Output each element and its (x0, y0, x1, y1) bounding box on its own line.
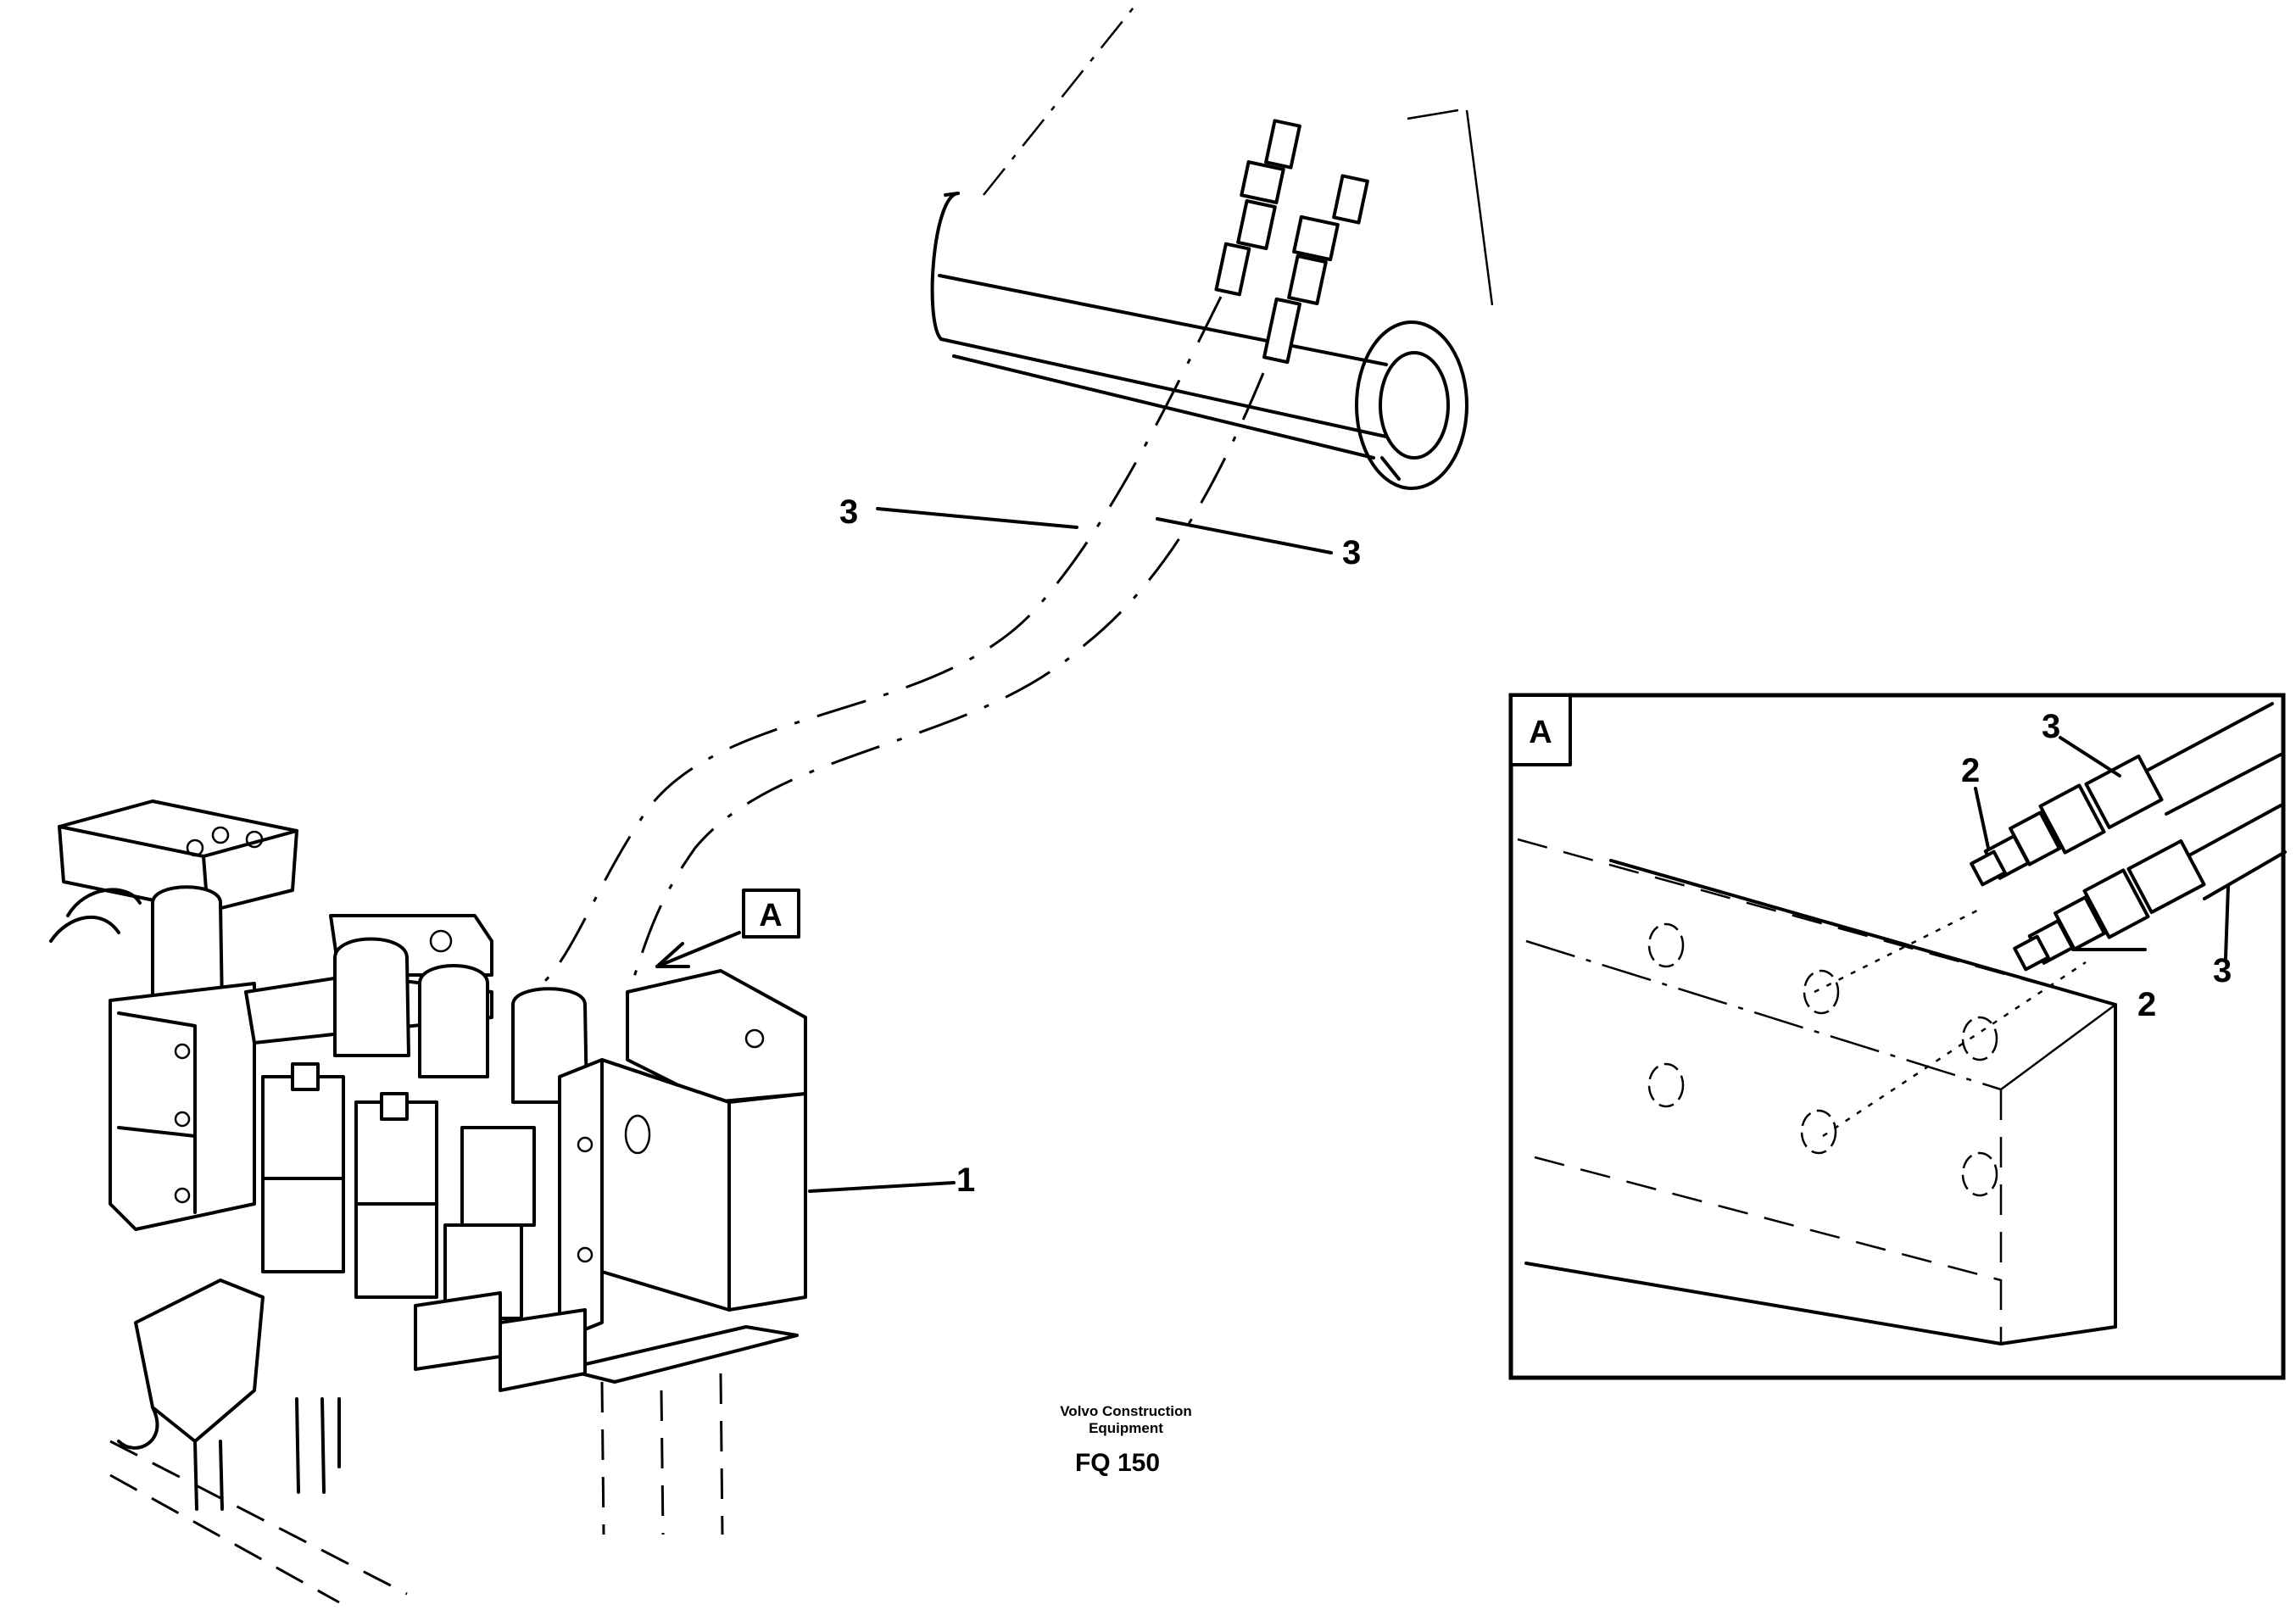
drawing-caption: Volvo Construction Equipment FQ 150 (1060, 1403, 1192, 1477)
hose-fittings-top (1214, 119, 1369, 365)
drawing-code: FQ 150 (1075, 1449, 1160, 1477)
company-name-line2: Equipment (1089, 1420, 1163, 1436)
view-marker-a: A (742, 889, 800, 939)
valve-block-assembly (49, 799, 807, 1604)
leader-lines (655, 507, 1333, 1193)
detail-view-label: A (1529, 715, 1552, 750)
detail-callout-part-2-top: 2 (1961, 752, 1980, 789)
detail-callout-part-3-top: 3 (2042, 708, 2060, 745)
callout-part-1: 1 (956, 1162, 975, 1199)
callout-part-3-left: 3 (839, 493, 858, 531)
callout-part-3-right: 3 (1342, 534, 1361, 571)
view-marker-label: A (759, 898, 782, 933)
detail-callout-part-3-bottom: 3 (2213, 952, 2232, 989)
boom-cylinder (930, 3, 1494, 490)
hoses (541, 296, 1265, 985)
company-name-line1: Volvo Construction (1060, 1403, 1192, 1419)
detail-callout-part-2-bottom: 2 (2137, 986, 2156, 1023)
detail-view-a: A (1508, 693, 2287, 1380)
